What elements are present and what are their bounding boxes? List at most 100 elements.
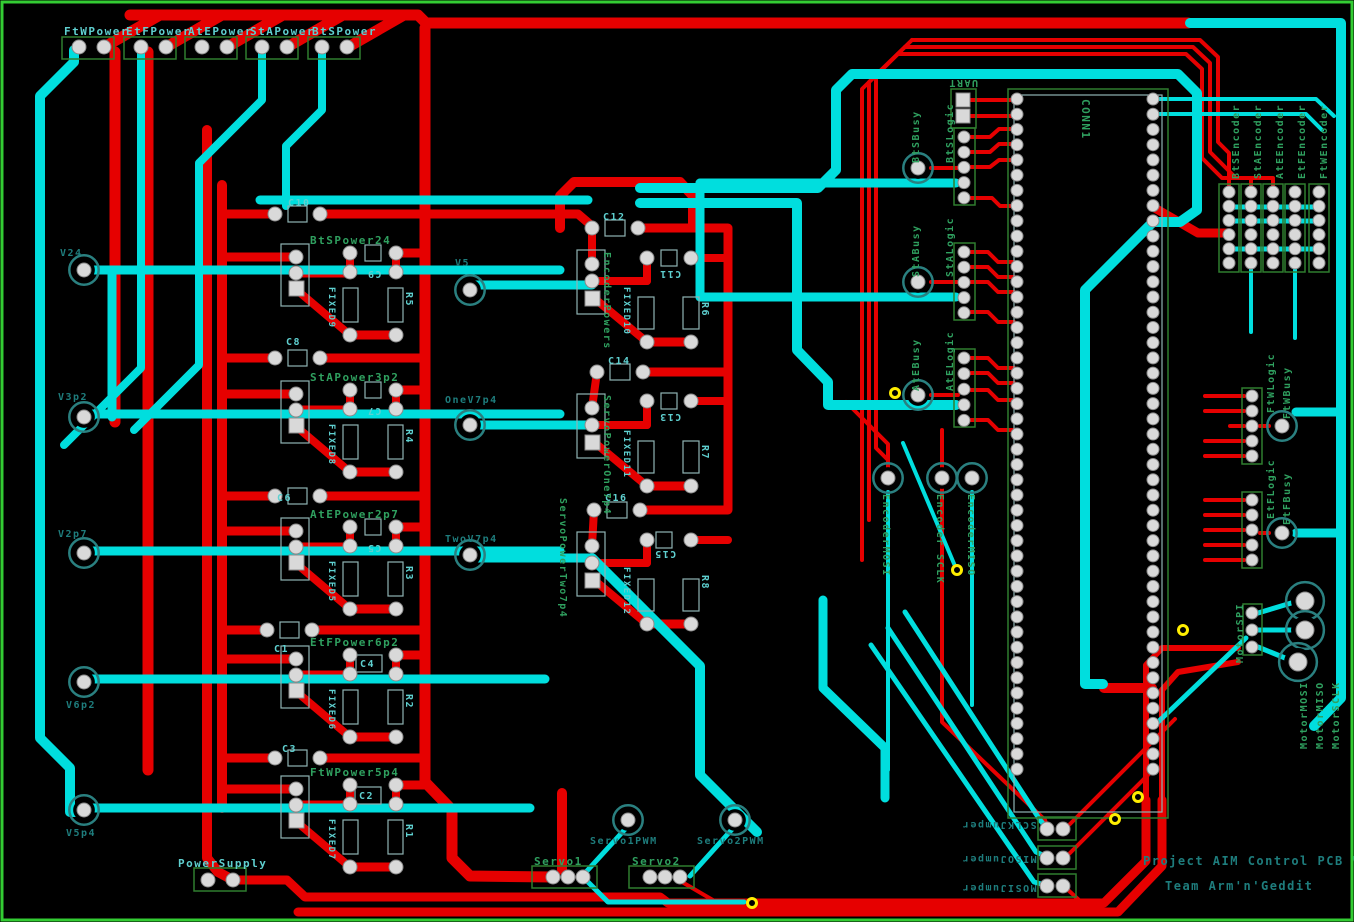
pad bbox=[1010, 732, 1024, 746]
pad bbox=[71, 39, 87, 55]
pad bbox=[1222, 242, 1236, 256]
trace-bottom-copper bbox=[587, 553, 762, 837]
label-ftwpower: FtWPower bbox=[64, 25, 129, 38]
pad bbox=[1010, 107, 1024, 121]
label-etfpower: EtFPower bbox=[126, 25, 191, 38]
component-outline bbox=[387, 287, 404, 323]
pad bbox=[1245, 434, 1259, 448]
trace-top-copper bbox=[680, 880, 737, 915]
pad bbox=[1010, 640, 1024, 654]
pad bbox=[254, 39, 270, 55]
pad bbox=[1010, 153, 1024, 167]
pad bbox=[1245, 606, 1259, 620]
pad bbox=[1010, 716, 1024, 730]
pad bbox=[683, 393, 699, 409]
pad bbox=[1146, 275, 1160, 289]
pad bbox=[342, 245, 358, 261]
pad bbox=[1146, 199, 1160, 213]
pad bbox=[1010, 579, 1024, 593]
trace-top-copper bbox=[969, 265, 1016, 279]
connector-outline bbox=[193, 867, 247, 892]
label-sclkjumper: SCLKJumper bbox=[961, 819, 1036, 830]
pad bbox=[1146, 518, 1160, 532]
pad bbox=[1010, 610, 1024, 624]
connector-outline bbox=[1241, 387, 1263, 465]
label-c8: C8 bbox=[286, 337, 301, 348]
pad bbox=[342, 859, 358, 875]
trace-bottom-copper bbox=[1158, 112, 1324, 132]
pad bbox=[1010, 275, 1024, 289]
component-outline bbox=[342, 819, 359, 855]
pad bbox=[880, 470, 896, 486]
square-pad bbox=[288, 812, 305, 829]
pad bbox=[1274, 525, 1290, 541]
pad bbox=[1245, 623, 1259, 637]
pad bbox=[1010, 458, 1024, 472]
connector-outline bbox=[1242, 603, 1263, 656]
pad bbox=[584, 220, 600, 236]
pad bbox=[267, 750, 283, 766]
pad bbox=[1146, 214, 1160, 228]
pad bbox=[1146, 336, 1160, 350]
pad bbox=[342, 796, 358, 812]
pad bbox=[342, 327, 358, 343]
connector-outline bbox=[307, 36, 361, 60]
label-powersupply: PowerSupply bbox=[178, 857, 267, 870]
component-outline bbox=[576, 249, 606, 315]
pad bbox=[288, 249, 304, 265]
via bbox=[746, 897, 758, 909]
pad bbox=[683, 478, 699, 494]
pad bbox=[342, 647, 358, 663]
pad bbox=[1295, 620, 1315, 640]
pad bbox=[1010, 549, 1024, 563]
trace-top-copper bbox=[844, 400, 890, 480]
component-outline bbox=[637, 578, 655, 612]
pad bbox=[957, 260, 971, 274]
pad bbox=[1146, 397, 1160, 411]
pad bbox=[1010, 442, 1024, 456]
pad bbox=[388, 382, 404, 398]
pad bbox=[584, 400, 600, 416]
label-fixed9: FIXED9 bbox=[326, 287, 336, 329]
label-r1: R1 bbox=[403, 824, 414, 839]
label-servopowertwo7p4: ServoPowerTwo7p4 bbox=[557, 498, 568, 618]
pad bbox=[1222, 228, 1236, 242]
pad bbox=[1244, 213, 1258, 227]
pad bbox=[1039, 850, 1055, 866]
trace-top-copper bbox=[969, 356, 1016, 370]
pad bbox=[1010, 381, 1024, 395]
pad bbox=[683, 532, 699, 548]
component-outline bbox=[655, 531, 673, 549]
pad bbox=[1146, 320, 1160, 334]
component-outline bbox=[637, 440, 655, 474]
pad bbox=[1010, 503, 1024, 517]
component-outline bbox=[342, 424, 359, 460]
pad bbox=[1266, 256, 1280, 270]
pad bbox=[388, 777, 404, 793]
pad bbox=[910, 160, 926, 176]
through-hole-ring bbox=[902, 152, 934, 184]
pad bbox=[388, 666, 404, 682]
pad bbox=[1146, 351, 1160, 365]
pad bbox=[1146, 579, 1160, 593]
pad bbox=[1288, 199, 1302, 213]
pad bbox=[1010, 747, 1024, 761]
label-c12: C12 bbox=[603, 212, 626, 223]
pad bbox=[1010, 122, 1024, 136]
through-hole-ring bbox=[68, 401, 100, 433]
pad bbox=[1244, 228, 1258, 242]
pad bbox=[288, 386, 304, 402]
label-fixed6: FIXED6 bbox=[326, 689, 336, 731]
trace-bottom-copper bbox=[282, 43, 326, 210]
trace-top-copper bbox=[202, 125, 238, 885]
label-onev7p4: OneV7p4 bbox=[445, 395, 498, 406]
label-motorsclk: MotorSCLK bbox=[1331, 681, 1342, 749]
pad bbox=[388, 859, 404, 875]
connector-outline bbox=[1037, 845, 1077, 870]
label-stapower3p2: StAPower3p2 bbox=[310, 371, 399, 384]
pad bbox=[964, 470, 980, 486]
trace-top-copper bbox=[590, 438, 651, 490]
through-hole-ring bbox=[68, 794, 100, 826]
